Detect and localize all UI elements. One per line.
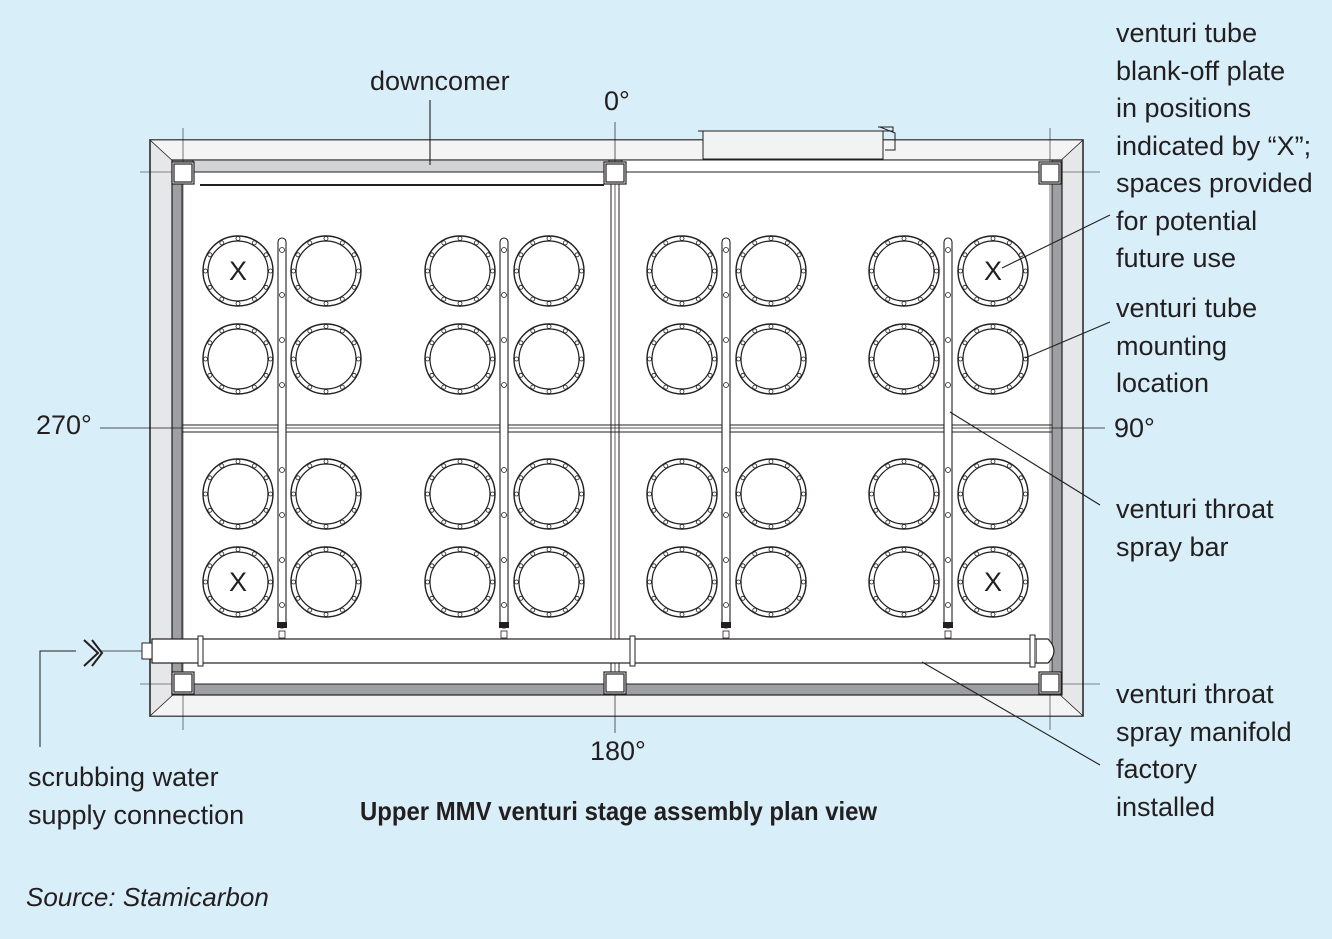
venturi-tube-circle [202, 458, 274, 530]
venturi-tube-circle [957, 546, 1029, 618]
blankoff-line: venturi tube [1116, 18, 1258, 48]
scrubbing-line: supply connection [28, 799, 245, 830]
venturi-tube-circle [735, 458, 807, 530]
scrubbing-label: scrubbing water supply connection [28, 759, 244, 834]
source-credit: Source: Stamicarbon [26, 882, 269, 912]
venturi-tube-circle [202, 235, 274, 307]
blankoff-line: spaces provided [1116, 168, 1313, 198]
venturi-tube-circle [646, 546, 718, 618]
blankoff-marker: X [228, 567, 247, 597]
spraybar-label: venturi throat spray bar [1116, 491, 1274, 566]
degree-180-text: 180° [590, 736, 646, 766]
degree-0-text: 0° [604, 86, 630, 116]
venturi-tube-circle [424, 323, 496, 395]
venturi-tube-circle [735, 235, 807, 307]
spray-bar [943, 237, 953, 639]
venturi-tube-circle [646, 235, 718, 307]
venturi-tube-circle [957, 323, 1029, 395]
spraybar-line: venturi throat [1116, 494, 1274, 524]
spray-manifold [151, 638, 1038, 664]
manifold-line: installed [1116, 791, 1216, 822]
scrubbing-line: scrubbing water [28, 762, 219, 792]
venturi-tube-circle [202, 546, 274, 618]
figure-title: Upper MMV venturi stage assembly plan vi… [360, 796, 878, 826]
mounting-label: venturi tube mounting location [1116, 290, 1257, 403]
venturi-tube-circle [424, 546, 496, 618]
venturi-tube-circle [646, 323, 718, 395]
blankoff-line: in positions [1116, 93, 1252, 123]
venturi-tube-circle [424, 235, 496, 307]
venturi-tube-circle [868, 235, 940, 307]
mounting-line: location [1116, 368, 1210, 398]
venturi-tube-circle [957, 235, 1029, 307]
venturi-tube-circle [735, 323, 807, 395]
manifold-line: factory [1116, 754, 1198, 784]
mounting-line: venturi tube [1116, 293, 1258, 323]
blankoff-label: venturi tube blank-off plate in position… [1116, 15, 1313, 278]
spray-bar-group [277, 237, 953, 639]
venturi-tube-circle [513, 458, 585, 530]
venturi-tube-circle [290, 323, 362, 395]
spray-bar [721, 237, 731, 639]
venturi-tube-circle [646, 458, 718, 530]
manifold-label: venturi throat spray manifold factory in… [1116, 676, 1292, 826]
top-box [702, 130, 884, 160]
mounting-line: mounting [1116, 330, 1228, 361]
manifold-line: venturi throat [1116, 679, 1274, 709]
venturi-tube-circle [868, 323, 940, 395]
spray-bar [499, 237, 509, 639]
blankoff-line: indicated by “X”; [1116, 130, 1312, 161]
degree-0-label: 0° [604, 83, 630, 121]
blankoff-marker: X [228, 256, 247, 286]
degree-270-label: 270° [36, 407, 92, 445]
supply-arrow [83, 639, 104, 667]
spraybar-line: spray bar [1116, 531, 1229, 562]
degree-180-label: 180° [590, 733, 646, 771]
downcomer-text: downcomer [370, 66, 510, 96]
degree-90-text: 90° [1114, 413, 1155, 443]
venturi-tube-circle [513, 235, 585, 307]
blankoff-marker: X [983, 567, 1002, 597]
venturi-tube-circle [424, 458, 496, 530]
degree-90-label: 90° [1114, 410, 1155, 448]
venturi-tube-grid [202, 235, 1029, 618]
blankoff-line: blank-off plate [1116, 55, 1286, 86]
venturi-tube-circle [202, 323, 274, 395]
leader-lines [429, 100, 1111, 766]
spray-bar [277, 237, 287, 639]
blankoff-marker: X [983, 256, 1002, 286]
downcomer-bar [192, 159, 610, 173]
venturi-tube-circle [290, 458, 362, 530]
downcomer-label: downcomer [370, 63, 510, 101]
venturi-tube-circle [957, 458, 1029, 530]
venturi-tube-circle [513, 323, 585, 395]
manifold-line: spray manifold [1116, 716, 1292, 747]
venturi-tube-circle [290, 235, 362, 307]
venturi-tube-circle [868, 546, 940, 618]
support-blocks [171, 161, 1062, 695]
venturi-tube-circle [290, 546, 362, 618]
venturi-tube-circle [513, 546, 585, 618]
venturi-tube-circle [868, 458, 940, 530]
venturi-tube-circle [735, 546, 807, 618]
blankoff-line: for potential [1116, 205, 1258, 236]
blankoff-line: future use [1116, 243, 1237, 273]
degree-270-text: 270° [36, 410, 92, 440]
